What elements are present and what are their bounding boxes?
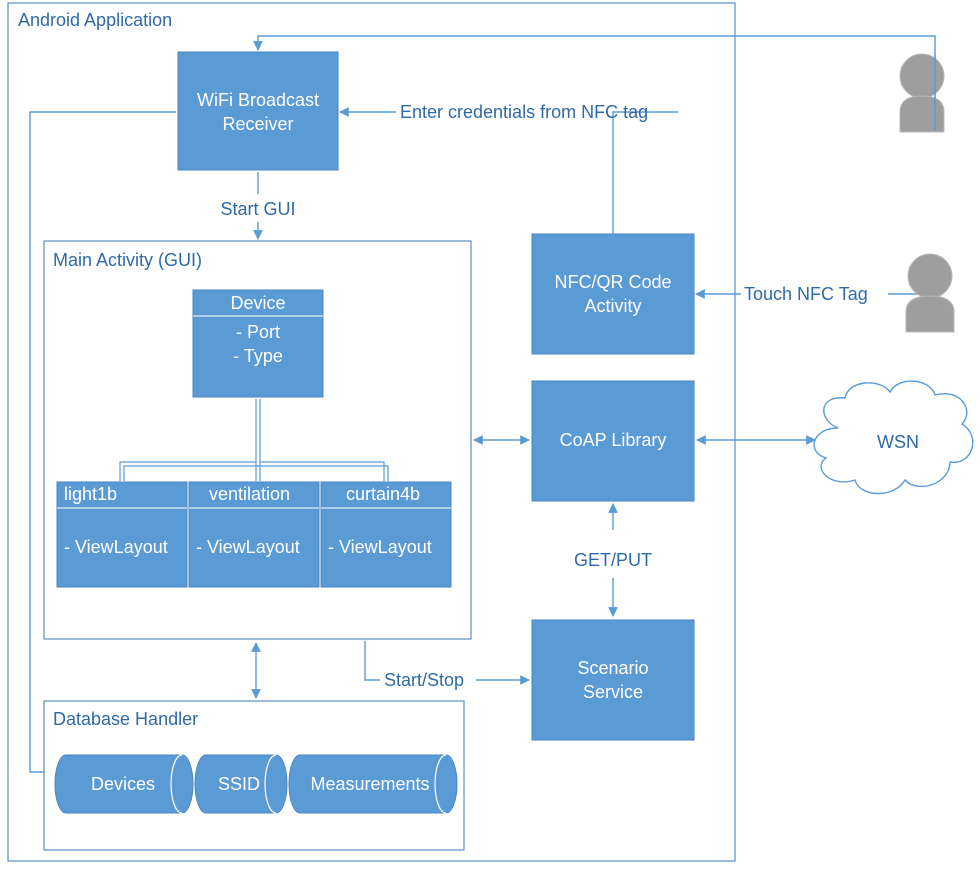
database-handler-title: Database Handler bbox=[53, 709, 198, 729]
device-inheritance-connector bbox=[119, 399, 389, 481]
nfc-credentials-line bbox=[612, 111, 678, 234]
ventilation-field: - ViewLayout bbox=[196, 537, 300, 557]
coap-library-label: CoAP Library bbox=[560, 430, 667, 450]
enter-credentials-label: Enter credentials from NFC tag bbox=[400, 102, 648, 122]
ssid-table-label: SSID bbox=[218, 774, 260, 794]
nfc-activity-label-line2: Activity bbox=[584, 296, 641, 316]
ssid-table-cylinder: SSID bbox=[194, 754, 288, 814]
start-stop-label: Start/Stop bbox=[384, 670, 464, 690]
database-handler-frame bbox=[43, 700, 465, 851]
android-application-title: Android Application bbox=[18, 10, 172, 30]
ventilation-name: ventilation bbox=[209, 484, 290, 504]
ventilation-class-box bbox=[188, 481, 320, 588]
user-icon-middle bbox=[905, 253, 955, 333]
scenario-service-box bbox=[531, 619, 695, 741]
light1b-class-box bbox=[56, 481, 188, 588]
scenario-service-label-line2: Service bbox=[583, 682, 643, 702]
main-activity-title: Main Activity (GUI) bbox=[53, 250, 202, 270]
light1b-field: - ViewLayout bbox=[64, 537, 168, 557]
nfc-qr-activity-box bbox=[531, 233, 695, 355]
get-put-label: GET/PUT bbox=[574, 550, 652, 570]
curtain4b-name: curtain4b bbox=[346, 484, 420, 504]
wifi-receiver-label-line1: WiFi Broadcast bbox=[197, 90, 319, 110]
touch-nfc-label: Touch NFC Tag bbox=[744, 284, 868, 304]
start-stop-line bbox=[364, 641, 380, 681]
scenario-service-label-line1: Scenario bbox=[577, 658, 648, 678]
user-icon-top bbox=[899, 53, 945, 133]
nfc-activity-label-line1: NFC/QR Code bbox=[554, 272, 671, 292]
light1b-name: light1b bbox=[64, 484, 117, 504]
wifi-broadcast-receiver-box bbox=[177, 51, 339, 171]
user-to-wifi-receiver-arrow bbox=[253, 35, 936, 104]
devices-table-label: Devices bbox=[91, 774, 155, 794]
android-application-frame bbox=[7, 2, 736, 862]
device-field-port: - Port bbox=[236, 322, 280, 342]
main-activity-frame bbox=[43, 240, 472, 640]
measurements-table-cylinder: Measurements bbox=[288, 754, 458, 814]
curtain4b-field: - ViewLayout bbox=[328, 537, 432, 557]
coap-library-box bbox=[531, 380, 695, 502]
device-field-type: - Type bbox=[233, 346, 283, 366]
device-class-name: Device bbox=[230, 293, 285, 313]
curtain4b-class-box bbox=[320, 481, 452, 588]
devices-table-cylinder: Devices bbox=[54, 754, 194, 814]
wifi-to-database-line bbox=[29, 111, 176, 773]
device-class-box bbox=[192, 289, 324, 398]
wsn-cloud bbox=[813, 380, 974, 495]
wsn-label: WSN bbox=[877, 432, 919, 452]
start-gui-label: Start GUI bbox=[220, 199, 295, 219]
measurements-table-label: Measurements bbox=[310, 774, 429, 794]
wifi-receiver-label-line2: Receiver bbox=[222, 114, 293, 134]
